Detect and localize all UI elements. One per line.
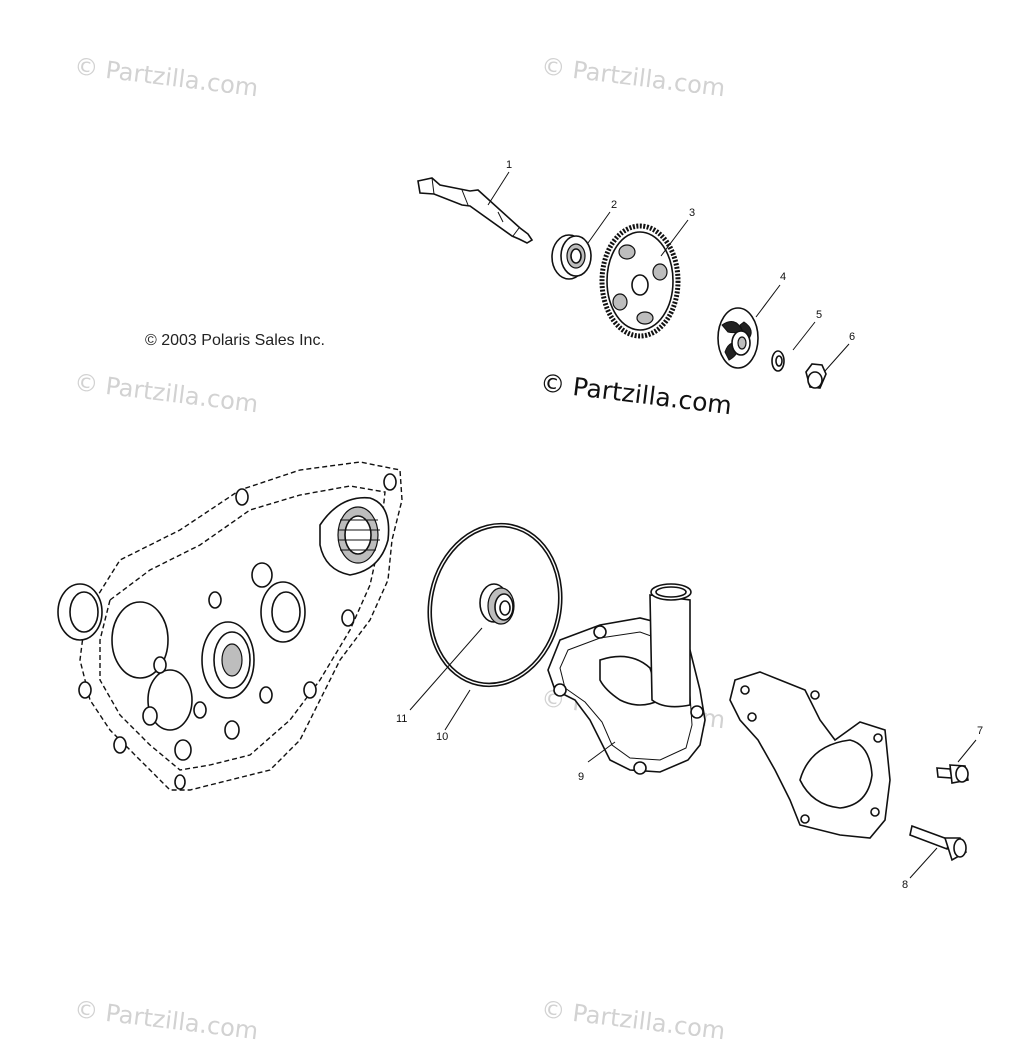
part-pump-cover xyxy=(547,583,706,775)
part-bearing xyxy=(551,234,592,280)
callout-1: 1 xyxy=(506,159,512,171)
part-gear xyxy=(599,223,681,339)
part-bolt-long xyxy=(909,824,968,862)
callout-8: 8 xyxy=(902,879,908,891)
part-impeller xyxy=(717,307,759,369)
callout-3: 3 xyxy=(689,207,695,219)
callout-4: 4 xyxy=(780,271,786,283)
callout-numbers: 1 2 3 4 5 6 7 8 9 10 11 xyxy=(396,159,983,891)
copyright-notice: © 2003 Polaris Sales Inc. xyxy=(145,332,325,349)
callout-11: 11 xyxy=(396,713,407,725)
part-nut xyxy=(805,363,827,389)
callout-7: 7 xyxy=(977,725,983,737)
leader-lines xyxy=(409,171,977,879)
part-shaft xyxy=(417,177,534,244)
part-gasket xyxy=(729,671,891,839)
part-crankcase xyxy=(57,461,403,791)
callout-2: 2 xyxy=(611,199,617,211)
part-seal xyxy=(479,583,515,625)
callout-10: 10 xyxy=(436,731,448,743)
callout-5: 5 xyxy=(816,309,822,321)
callout-6: 6 xyxy=(849,331,855,343)
callout-9: 9 xyxy=(578,771,584,783)
part-bolt-short xyxy=(936,764,969,784)
part-washer xyxy=(771,350,785,372)
